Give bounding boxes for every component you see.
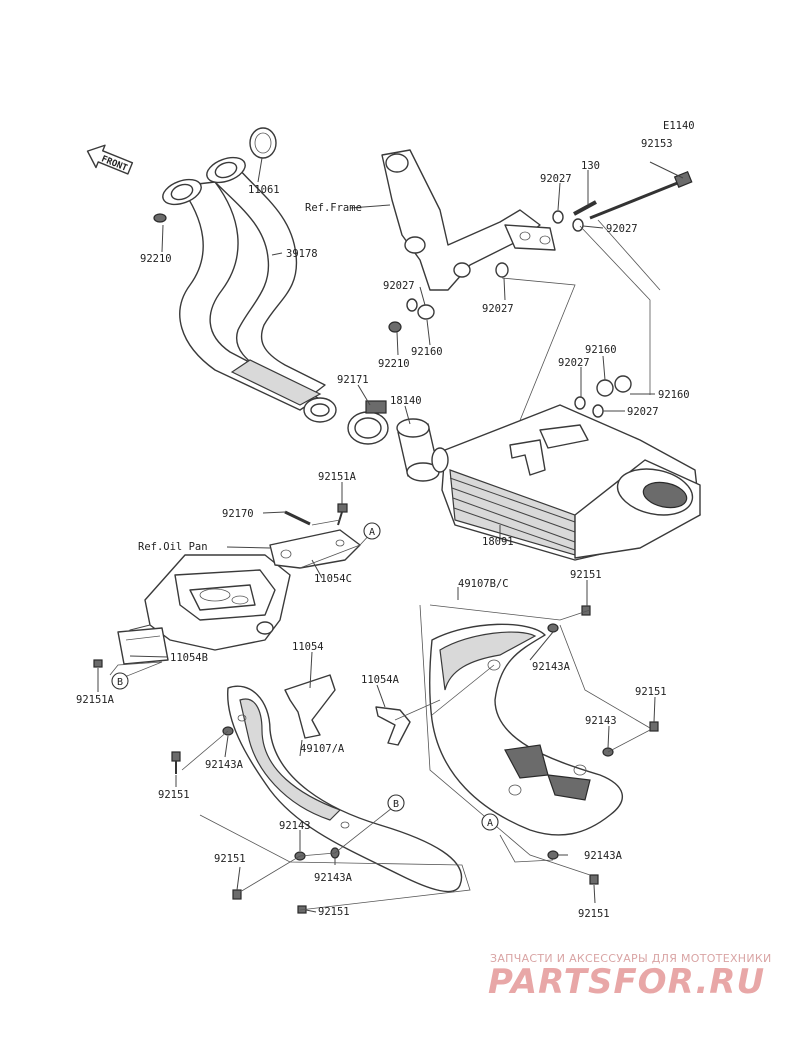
label-92027: 92027 — [627, 406, 659, 418]
muffler[interactable] — [431, 404, 701, 561]
right-heat-guard[interactable] — [428, 623, 623, 836]
svg-text:A: A — [487, 818, 493, 829]
label-11054b: 11054B — [170, 652, 208, 664]
label-92143a: 92143A — [532, 661, 571, 673]
washer[interactable] — [552, 210, 564, 224]
part-labels: E1140 92153 130 92027 92027 Ref.Frame 11… — [76, 120, 695, 920]
diagram-code: E1140 — [663, 120, 695, 132]
label-92170: 92170 — [222, 508, 254, 520]
label-92143a: 92143A — [314, 872, 353, 884]
bracket-11054[interactable] — [284, 674, 336, 739]
long-bolt[interactable] — [589, 170, 693, 220]
label-92160: 92160 — [411, 346, 443, 358]
bracket-11054a[interactable] — [375, 706, 411, 746]
washer[interactable] — [406, 298, 418, 312]
label-92171: 92171 — [337, 374, 369, 386]
washer[interactable] — [574, 396, 586, 410]
label-18091: 18091 — [482, 536, 514, 548]
bracket-11054c[interactable] — [269, 529, 361, 569]
oil-pan — [124, 554, 291, 651]
rubber-damper[interactable] — [417, 304, 435, 320]
label-130: 130 — [581, 160, 600, 172]
rubber-damper[interactable] — [596, 379, 614, 397]
rubber-damper[interactable] — [614, 375, 632, 393]
bolt[interactable] — [589, 874, 599, 885]
label-11054a: 11054A — [361, 674, 400, 686]
leader-lines — [97, 157, 684, 913]
svg-text:A: A — [369, 527, 375, 538]
label-92151: 92151 — [570, 569, 602, 581]
label-92027: 92027 — [383, 280, 415, 292]
label-49107bc: 49107B/C — [458, 578, 509, 590]
label-92027: 92027 — [482, 303, 514, 315]
exhaust-header-pipe[interactable] — [159, 153, 337, 423]
label-92151: 92151 — [318, 906, 350, 918]
label-18140: 18140 — [390, 395, 422, 407]
bracket-11054b[interactable] — [117, 627, 169, 665]
watermark-brand: PARTSFOR.RU — [488, 962, 765, 1002]
label-ref-frame: Ref.Frame — [305, 202, 362, 214]
label-11061: 11061 — [248, 184, 280, 196]
washer[interactable] — [495, 262, 509, 278]
label-11054: 11054 — [292, 641, 324, 653]
exhaust-clamp[interactable] — [347, 400, 389, 445]
label-92027: 92027 — [558, 357, 590, 369]
flange-nut[interactable] — [153, 213, 167, 223]
callout-b-left: B — [111, 672, 129, 690]
label-39178: 39178 — [286, 248, 318, 260]
label-92210: 92210 — [378, 358, 410, 370]
label-ref-oil-pan: Ref.Oil Pan — [138, 541, 208, 553]
collar-bolt[interactable] — [573, 200, 597, 216]
label-92151: 92151 — [578, 908, 610, 920]
label-92210: 92210 — [140, 253, 172, 265]
bolt[interactable] — [171, 751, 181, 774]
washer[interactable] — [572, 218, 584, 232]
front-arrow-icon: FRONT — [86, 144, 134, 175]
label-92143a: 92143A — [584, 850, 623, 862]
left-heat-guard[interactable] — [227, 685, 463, 893]
washer[interactable] — [547, 623, 559, 633]
label-92143: 92143 — [585, 715, 617, 727]
label-92160: 92160 — [658, 389, 690, 401]
bolt[interactable] — [649, 721, 659, 732]
bolt[interactable] — [337, 503, 348, 526]
bolt[interactable] — [581, 605, 591, 616]
label-92160: 92160 — [585, 344, 617, 356]
callout-a-lower: A — [481, 813, 499, 831]
watermark: ЗАПЧАСТИ И АКСЕССУАРЫ ДЛЯ МОТОТЕХНИКИ PA… — [488, 952, 772, 1002]
label-92151: 92151 — [635, 686, 667, 698]
label-49107a: 49107/A — [300, 743, 345, 755]
nut[interactable] — [388, 321, 402, 333]
watermark-tagline: ЗАПЧАСТИ И АКСЕССУАРЫ ДЛЯ МОТОТЕХНИКИ — [490, 952, 772, 965]
label-11054c: 11054C — [314, 573, 352, 585]
callout-a-right: A — [363, 522, 381, 540]
label-92143a: 92143A — [205, 759, 244, 771]
label-92151: 92151 — [214, 853, 246, 865]
bolt[interactable] — [232, 889, 242, 900]
bolt[interactable] — [93, 659, 103, 668]
label-92151a: 92151A — [318, 471, 357, 483]
exhaust-gasket[interactable] — [249, 127, 277, 159]
pin-rod[interactable] — [284, 510, 311, 526]
callout-b-right: B — [387, 794, 405, 812]
svg-text:B: B — [393, 799, 399, 810]
svg-text:B: B — [117, 677, 123, 688]
connector-pipe[interactable] — [396, 418, 440, 482]
frame-bracket — [381, 149, 556, 291]
washer[interactable] — [547, 850, 559, 860]
washer[interactable] — [592, 404, 604, 418]
label-92151: 92151 — [158, 789, 190, 801]
label-92143: 92143 — [279, 820, 311, 832]
label-92153: 92153 — [641, 138, 673, 150]
label-92027: 92027 — [540, 173, 572, 185]
label-92151a: 92151A — [76, 694, 115, 706]
label-92027: 92027 — [606, 223, 638, 235]
